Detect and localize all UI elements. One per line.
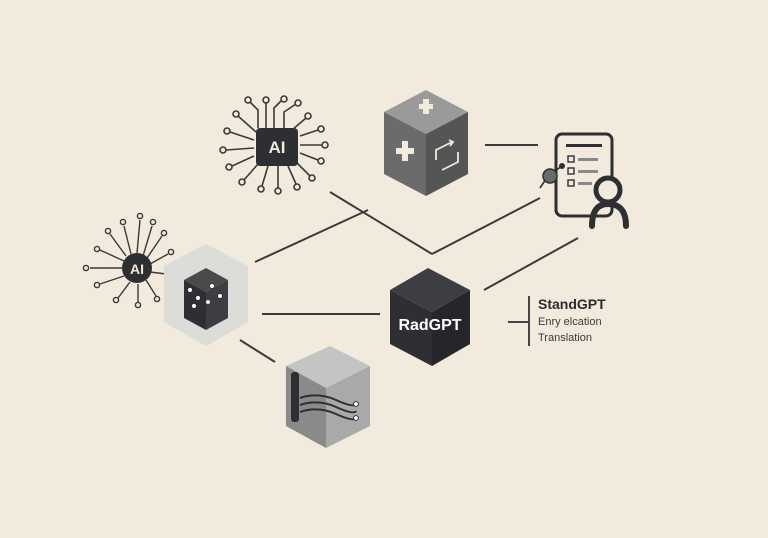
connector-hex-to-upper bbox=[254, 209, 369, 263]
medical-cross-icon bbox=[396, 99, 433, 161]
ai-chip-left: AI bbox=[82, 212, 175, 309]
panel-title: StandGPT bbox=[538, 296, 606, 312]
cube-top bbox=[286, 346, 370, 388]
panel-bracket bbox=[528, 296, 530, 346]
radgpt-label: RadGPT bbox=[398, 317, 461, 334]
chip-body bbox=[256, 128, 298, 166]
mobile-user-node bbox=[539, 132, 629, 229]
cube-left bbox=[390, 290, 432, 366]
panel-connector-tick bbox=[508, 321, 528, 323]
connector-chip-to-junction bbox=[329, 191, 433, 255]
checklist-icon bbox=[567, 155, 598, 187]
radgpt-node[interactable]: RadGPT bbox=[390, 268, 470, 366]
network-dots-icon bbox=[187, 283, 223, 309]
signal-cube bbox=[286, 346, 370, 448]
cable-bar bbox=[291, 372, 299, 422]
data-hexagon bbox=[164, 244, 248, 346]
user-icon bbox=[589, 175, 629, 229]
waveform-dots bbox=[353, 401, 359, 421]
cube-right bbox=[326, 366, 370, 448]
ai-chip-top: AI bbox=[219, 95, 329, 195]
cycle-arrows-icon bbox=[435, 139, 459, 171]
chip-body bbox=[122, 253, 152, 283]
connectors bbox=[239, 144, 579, 363]
cube-top bbox=[390, 268, 470, 312]
network-node-icon bbox=[539, 163, 565, 189]
circuit-traces bbox=[219, 95, 329, 195]
chip-left-label: AI bbox=[130, 261, 144, 277]
standgpt-panel: StandGPT Enry elcation Translation bbox=[508, 296, 678, 348]
phone-speaker bbox=[566, 144, 602, 147]
cube-right bbox=[206, 280, 228, 330]
cube-right bbox=[432, 290, 470, 366]
health-cube bbox=[384, 90, 468, 196]
circuit-traces bbox=[82, 212, 175, 309]
panel-line-2: Translation bbox=[538, 332, 593, 344]
chip-top-label: AI bbox=[269, 138, 286, 157]
panel-line-1: Enry elcation bbox=[538, 316, 602, 328]
connector-hex-to-signal bbox=[239, 339, 276, 363]
cube-right bbox=[426, 112, 468, 196]
connector-junction-to-mobile bbox=[431, 197, 541, 255]
connector-radgpt-to-mobile bbox=[483, 237, 579, 291]
